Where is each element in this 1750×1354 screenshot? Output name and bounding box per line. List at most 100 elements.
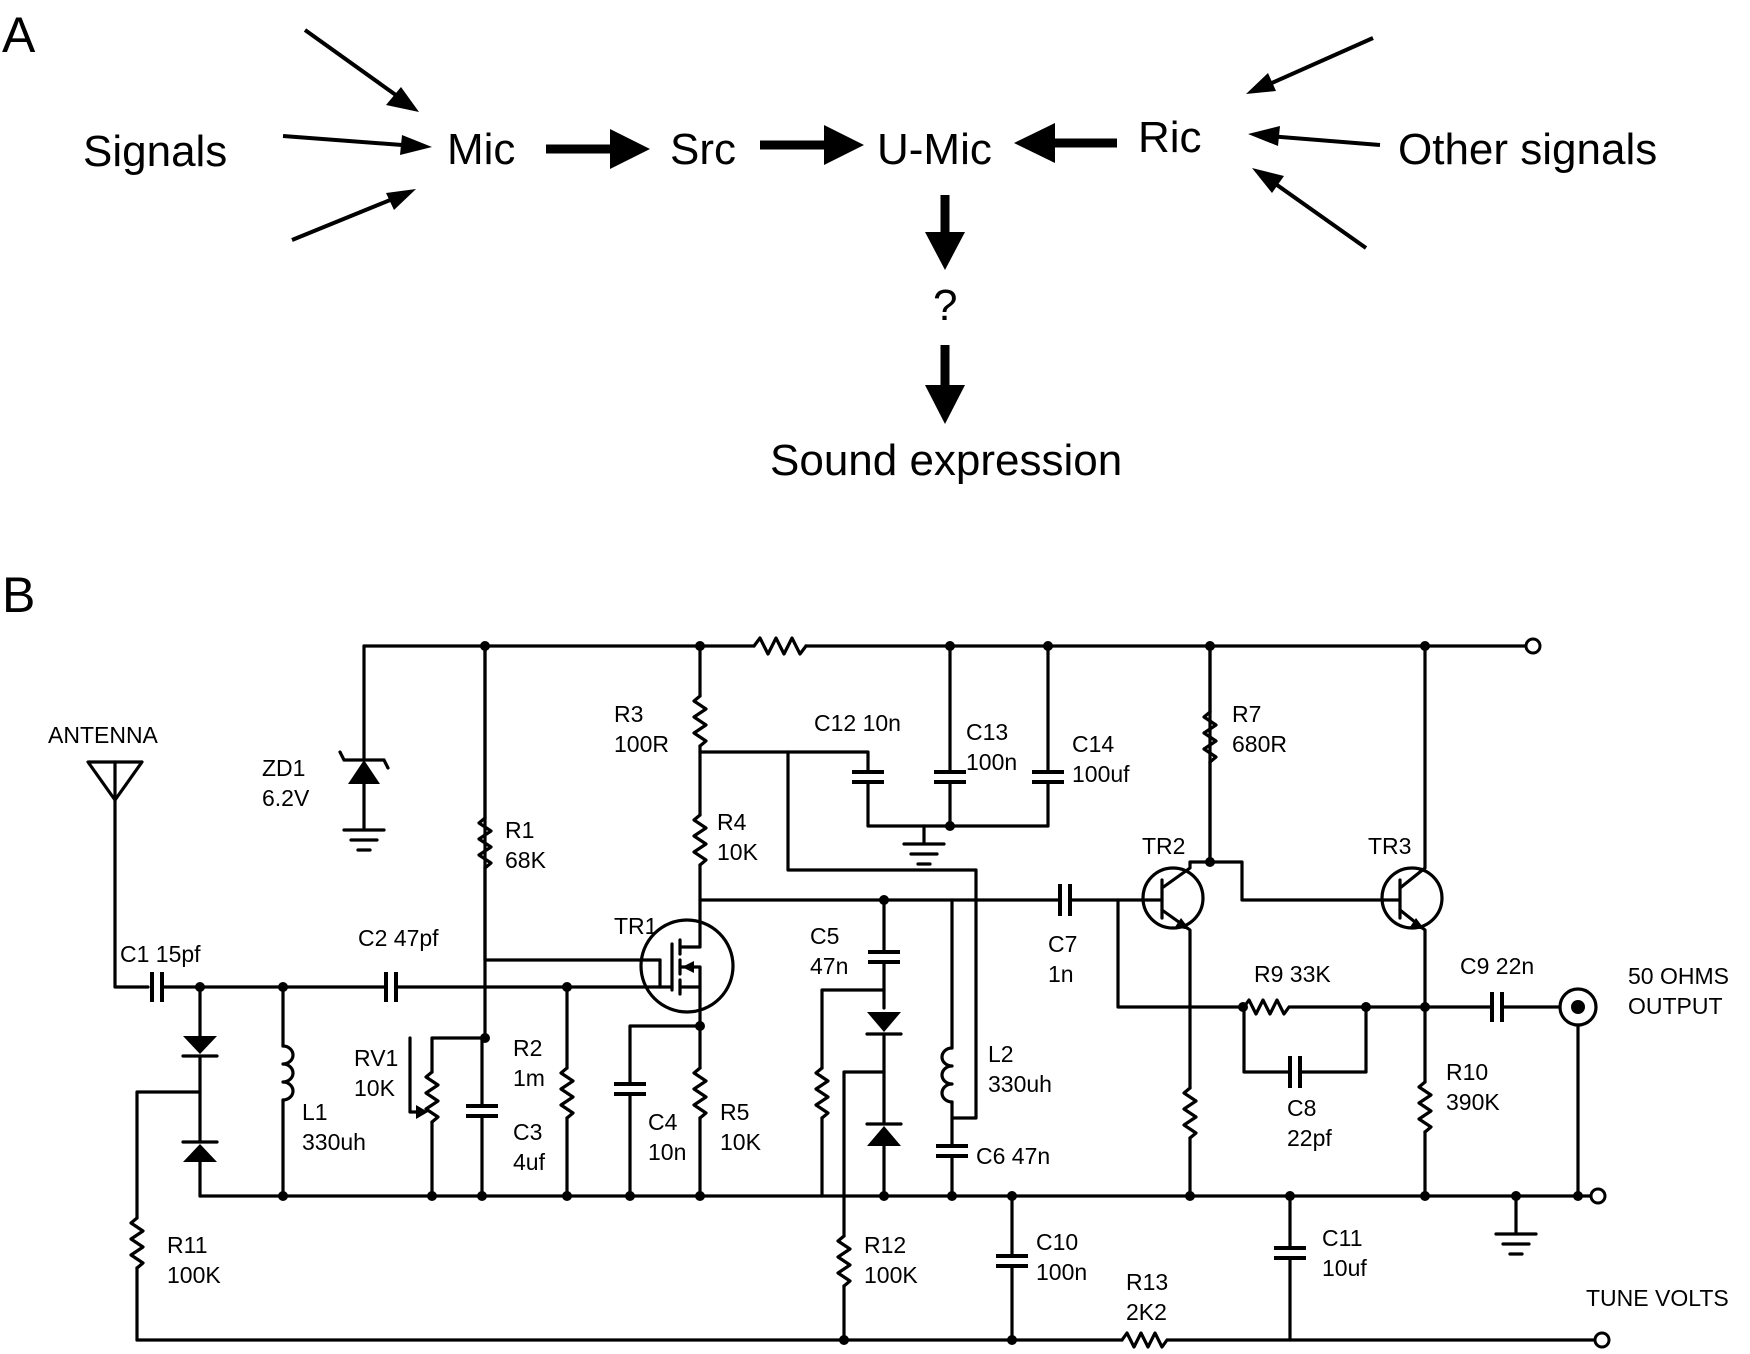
mic-to-src-arrow [546, 129, 650, 169]
other-signal-arrow [1248, 126, 1381, 147]
tune-rail [135, 1331, 1597, 1349]
tr3-transistor [1208, 644, 1444, 1084]
tr2-transistor [1141, 644, 1212, 1090]
c3-value: 4uf [513, 1149, 546, 1175]
c1-label: C1 15pf [120, 941, 201, 967]
r3-label: R3 [614, 701, 643, 727]
tr1-fet [639, 898, 735, 1014]
u-mic-node: U-Mic [877, 125, 992, 174]
src-node: Src [670, 125, 736, 174]
antenna-icon [86, 760, 150, 989]
sound-expression-node: Sound expression [770, 436, 1122, 485]
signal-arrow [291, 189, 416, 242]
feedback-network [1116, 898, 1427, 1088]
l2-value: 330uh [988, 1071, 1052, 1097]
r5-resistor [692, 1008, 708, 1198]
c4-label: C4 [648, 1109, 678, 1135]
r13-label: R13 [1126, 1269, 1168, 1295]
tr3-label: TR3 [1368, 833, 1411, 859]
tr1-label: TR1 [614, 913, 657, 939]
l2-feed-wire [786, 750, 978, 1120]
r7-resistor [1202, 644, 1218, 864]
c7-value: 1n [1048, 961, 1074, 987]
c5-value: 47n [810, 953, 848, 979]
tr2-label: TR2 [1142, 833, 1185, 859]
other-signal-arrow [1246, 36, 1374, 94]
tr2-emitter-resistor [1182, 1086, 1198, 1198]
tune-volts-terminal [1593, 1331, 1611, 1349]
c14-label: C14 [1072, 731, 1114, 757]
panel-a: A Signals Mic Src U-Mic Ric Other signal… [2, 7, 1657, 485]
r7-label: R7 [1232, 701, 1261, 727]
output-label-line2: OUTPUT [1628, 993, 1723, 1019]
c14-value: 100uf [1072, 761, 1130, 787]
c2-capacitor [384, 972, 662, 1002]
c5-capacitor [868, 898, 900, 1010]
decoupling-ground-icon [902, 824, 946, 866]
c9-capacitor [1423, 992, 1562, 1022]
c11-label: C11 [1322, 1225, 1363, 1251]
r10-value: 390K [1446, 1089, 1500, 1115]
r10-resistor [1417, 1080, 1433, 1198]
c4-capacitor [614, 1024, 702, 1198]
c12-capacitor [698, 750, 1050, 828]
c13-label: C13 [966, 719, 1008, 745]
r10-label: R10 [1446, 1059, 1488, 1085]
c8-label: C8 [1287, 1095, 1316, 1121]
r11-label: R11 [167, 1232, 208, 1258]
c13-capacitor [934, 644, 966, 828]
r12-resistor [836, 1234, 852, 1342]
src-to-u-mic-arrow [760, 125, 864, 165]
l2-inductor [936, 898, 968, 1198]
output-label-line1: 50 OHMS [1628, 963, 1729, 989]
c10-capacitor [996, 1194, 1028, 1342]
panel-a-label: A [2, 7, 36, 63]
zd1-label: ZD1 [262, 755, 305, 781]
varactor-diodes [135, 985, 219, 1220]
r4-value: 10K [717, 839, 759, 865]
r12-value: 100K [864, 1262, 918, 1288]
antenna-label: ANTENNA [48, 722, 159, 748]
r1-value: 68K [505, 847, 547, 873]
c14-capacitor [1032, 644, 1064, 784]
r2-value: 1m [513, 1065, 545, 1091]
r3-value: 100R [614, 731, 669, 757]
c2-label: C2 47pf [358, 925, 439, 951]
r11-value: 100K [167, 1262, 221, 1288]
mic-node: Mic [447, 125, 515, 174]
u-mic-to-question-arrow [925, 195, 965, 270]
r7-value: 680R [1232, 731, 1287, 757]
c7-capacitor [1058, 884, 1145, 916]
c11-value: 10uf [1322, 1255, 1367, 1281]
tune-volts-label: TUNE VOLTS [1586, 1285, 1729, 1311]
r4-resistor [692, 813, 708, 902]
c1-capacitor [150, 972, 388, 1002]
c12-label: C12 10n [814, 710, 901, 736]
rv1-label: RV1 [354, 1045, 398, 1071]
question-to-sound-arrow [925, 345, 965, 424]
signal-arrow [303, 28, 419, 112]
c10-label: C10 [1036, 1229, 1078, 1255]
r3-resistor [692, 644, 708, 817]
l1-label: L1 [302, 1099, 328, 1125]
ric-to-u-mic-arrow [1014, 123, 1117, 163]
r12-label: R12 [864, 1232, 906, 1258]
r5-value: 10K [720, 1129, 762, 1155]
rv1-potentiometer [408, 644, 487, 1198]
other-signal-arrow [1252, 168, 1368, 250]
output-connector-icon [1558, 987, 1598, 1198]
r5-label: R5 [720, 1099, 749, 1125]
c9-label: C9 22n [1460, 953, 1534, 979]
l2-label: L2 [988, 1041, 1014, 1067]
rv1-value: 10K [354, 1075, 396, 1101]
ground-terminal [1589, 1187, 1607, 1205]
r4-label: R4 [717, 809, 747, 835]
c4-value: 10n [648, 1139, 686, 1165]
question-node: ? [933, 281, 957, 330]
r9-label: R9 33K [1254, 961, 1331, 987]
tuning-diodes [814, 988, 903, 1238]
panel-b-label: B [2, 567, 35, 623]
c6-label: C6 47n [976, 1143, 1050, 1169]
zd1-ground-icon [342, 828, 386, 852]
c13-value: 100n [966, 749, 1017, 775]
